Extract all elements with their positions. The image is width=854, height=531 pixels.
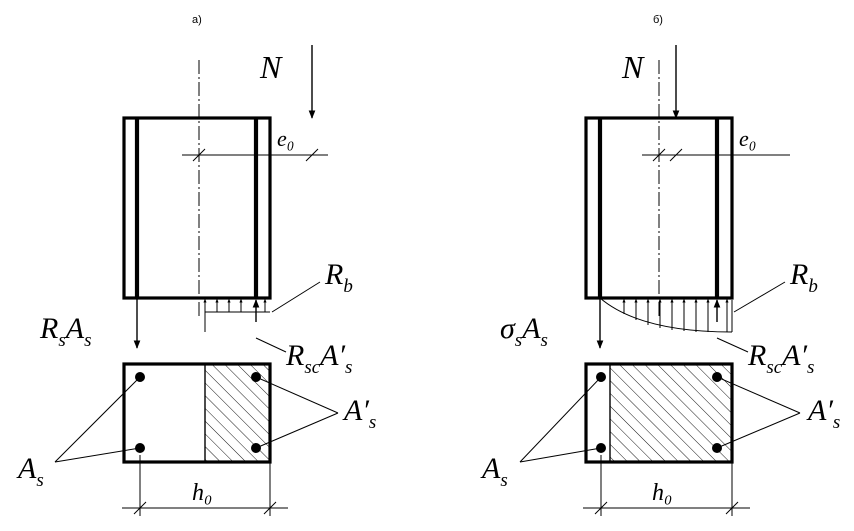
panel-a-eccentricity-dimension: e₀ (182, 126, 328, 162)
panel-b-effective-depth-dimension: h₀ (583, 455, 750, 516)
panel-a-rsc-leader (255, 337, 287, 353)
panel-b-stress-block (599, 297, 733, 333)
panel-a-tension-steel-label: As (16, 452, 44, 491)
panel-a-caption: а) (192, 14, 202, 26)
panel-b-column-elevation (584, 116, 734, 300)
panel-b-eccentricity-dimension: e₀ (642, 126, 790, 162)
panel-b-effective-depth-label: h₀ (652, 480, 672, 506)
panel-a-cross-section (122, 362, 272, 464)
panel-a-stress-block (203, 298, 270, 332)
panel-a-force-label: N (259, 49, 283, 85)
panel-b-caption: б) (653, 14, 663, 26)
panel-b-compression-force-label: RscA′s (747, 339, 814, 378)
panel-a-compression-force-label: RscA′s (285, 339, 352, 378)
panel-b-concrete-resistance-label: Rb (789, 258, 818, 297)
panel-b-tension-steel-label: As (480, 452, 508, 491)
panel-a-stress-arrows (203, 298, 267, 312)
panel-b-stress-arrows (622, 298, 729, 332)
panel-b: б) N e₀ (480, 14, 840, 516)
panel-a-concrete-resistance-label: Rb (324, 258, 353, 297)
panel-b-rsc-leader (716, 337, 749, 353)
panel-b-tension-force-label: σsAs (500, 312, 548, 351)
panel-a-effective-depth-dimension: h₀ (122, 455, 288, 516)
panel-a-compression-steel-label: A′s (342, 394, 376, 433)
panel-a-tension-force-label: RsAs (39, 312, 91, 351)
panel-b-force-label: N (621, 49, 645, 85)
panel-b-eccentricity-label: e₀ (739, 126, 756, 151)
panel-b-rb-leader (733, 281, 786, 313)
panel-a-effective-depth-label: h₀ (192, 480, 212, 506)
panel-a-column-elevation (122, 116, 272, 300)
panel-b-compression-steel-label: A′s (806, 394, 840, 433)
panel-a-rb-leader (271, 281, 321, 313)
panel-b-cross-section (584, 362, 734, 464)
panel-a: а) N e₀ (16, 14, 376, 516)
panel-a-eccentricity-label: e₀ (277, 126, 294, 151)
